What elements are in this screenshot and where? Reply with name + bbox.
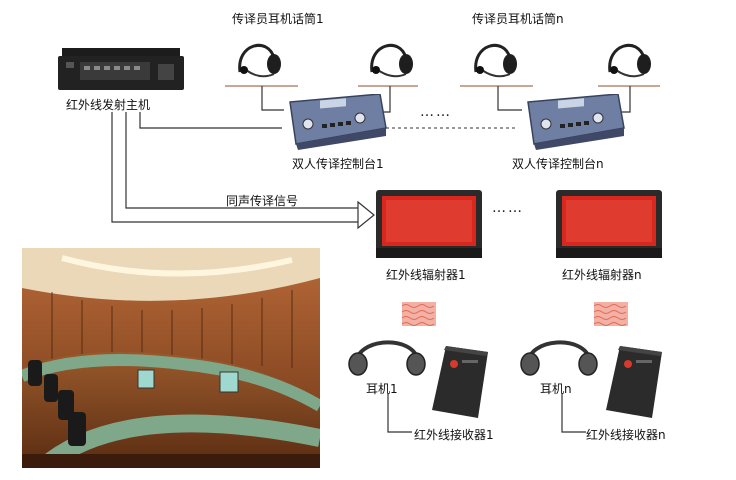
transmitter-label: 红外线发射主机 (66, 98, 151, 112)
conference-room-photo (22, 248, 320, 468)
interpreter-console-n (527, 94, 625, 150)
headset-1-label: 传译员耳机话筒1 (232, 12, 324, 26)
earphone-n-label: 耳机n (540, 382, 572, 396)
earphone-icon (520, 340, 598, 376)
earphone-icon (348, 340, 426, 376)
ir-receiver-n (606, 346, 662, 418)
headset-icon (608, 43, 651, 78)
console-n-label: 双人传译控制台n (512, 157, 604, 171)
radiator-1-label: 红外线辐射器1 (386, 268, 466, 282)
signal-label: 同声传译信号 (226, 194, 299, 208)
earphone-1-label: 耳机1 (366, 382, 398, 396)
consoles-ellipsis: …… (420, 104, 452, 120)
radiators-ellipsis: …… (492, 200, 524, 216)
ir-wave-icon (402, 302, 436, 326)
transmitter-unit (58, 48, 184, 96)
headset-icon (238, 43, 281, 78)
receiver-n-label: 红外线接收器n (586, 428, 666, 442)
ir-receiver-1 (432, 346, 488, 418)
ir-radiator-n (556, 190, 662, 258)
headset-n-label: 传译员耳机话筒n (472, 12, 564, 26)
headset-icon (474, 43, 517, 78)
interpreter-console-1 (289, 94, 387, 150)
ir-radiator-1 (376, 190, 482, 258)
receiver-1-label: 红外线接收器1 (414, 428, 494, 442)
console-1-label: 双人传译控制台1 (292, 157, 384, 171)
ir-wave-icon (594, 302, 628, 326)
transmitter-icon (58, 48, 184, 90)
headset-icon (370, 43, 413, 78)
radiator-n-label: 红外线辐射器n (562, 268, 642, 282)
